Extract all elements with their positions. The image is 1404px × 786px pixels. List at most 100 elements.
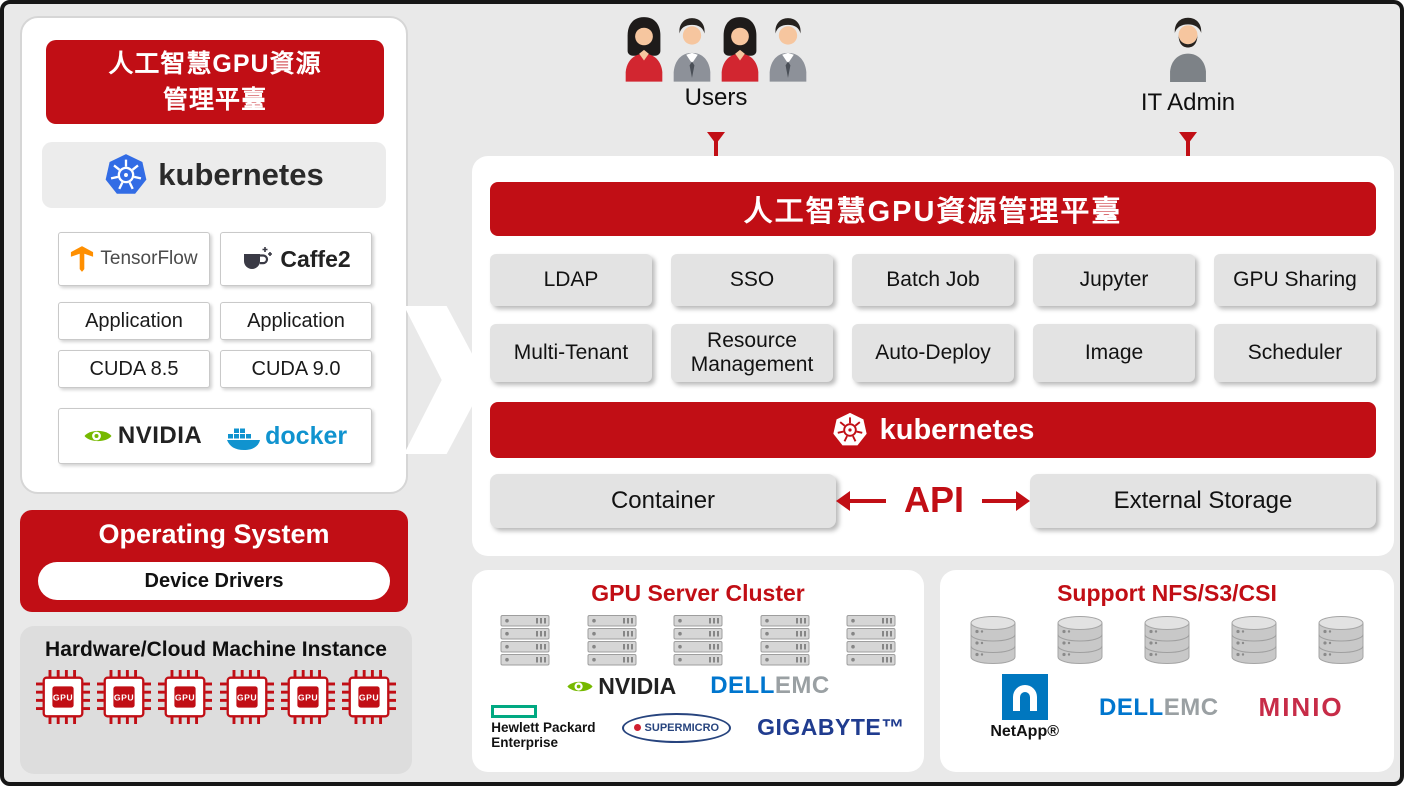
- feature-ldap: LDAP: [490, 254, 652, 306]
- svg-text:GPU: GPU: [175, 692, 195, 702]
- server-icon-row: [472, 607, 924, 668]
- nvidia-wordmark: NVIDIA: [117, 422, 203, 449]
- svg-text:GPU: GPU: [236, 692, 256, 702]
- gpu-chip-icon: GPU: [220, 670, 274, 724]
- svg-text:GPU: GPU: [298, 692, 318, 702]
- nvidia-logo: NVIDIA: [83, 422, 202, 450]
- server-icon: [498, 614, 552, 668]
- feature-multi-tenant: Multi-Tenant: [490, 324, 652, 382]
- api-arrow-left-icon: [836, 491, 850, 511]
- gpu-chip-icon: GPU: [36, 670, 90, 724]
- it-admin-icon: [1160, 14, 1216, 82]
- users-icons: [600, 14, 832, 82]
- external-storage-box: External Storage: [1030, 474, 1376, 528]
- left-title-banner: 人工智慧GPU資源 管理平臺: [46, 40, 384, 124]
- cluster-logo-row-1: NVIDIA DELLEMC: [472, 672, 924, 700]
- server-icon: [758, 614, 812, 668]
- hardware-title: Hardware/Cloud Machine Instance: [45, 638, 387, 661]
- feature-scheduler: Scheduler: [1214, 324, 1376, 382]
- dellemc-logo: DELLEMC: [1099, 693, 1219, 721]
- it-admin-label: IT Admin: [1140, 89, 1236, 116]
- platform-title-banner: 人工智慧GPU資源管理平臺: [490, 182, 1376, 236]
- server-icon: [671, 614, 725, 668]
- feature-jupyter: Jupyter: [1033, 254, 1195, 306]
- os-title: Operating System: [98, 519, 330, 549]
- feature-auto-deploy: Auto-Deploy: [852, 324, 1014, 382]
- vendor-bar: NVIDIA docker: [58, 408, 372, 464]
- docker-logo: docker: [226, 422, 347, 451]
- gpu-chip-icon: GPU: [97, 670, 151, 724]
- gpu-chip-icon: GPU: [342, 670, 396, 724]
- netapp-mark-icon: [1001, 674, 1048, 720]
- caffe2-label: Caffe2: [280, 245, 351, 272]
- kubernetes-bar: kubernetes: [42, 142, 386, 208]
- storage-logo-row: NetApp® DELLEMC MINIO: [940, 674, 1394, 741]
- storage-cylinder-icon: [1140, 614, 1194, 666]
- device-drivers-bar: Device Drivers: [38, 562, 390, 600]
- storage-support-panel: Support NFS/S3/CSI NetApp® DELLEMC MINIO: [940, 570, 1394, 772]
- tensorflow-label: TensorFlow: [100, 248, 198, 269]
- left-title-line1: 人工智慧GPU資源: [108, 49, 322, 78]
- supermicro-dot-icon: [633, 724, 641, 732]
- api-line-right: [982, 499, 1016, 503]
- docker-wordmark: docker: [265, 421, 348, 450]
- feature-sso: SSO: [671, 254, 833, 306]
- tensorflow-box: TensorFlow: [58, 232, 210, 286]
- hpe-bar-icon: [491, 705, 538, 718]
- svg-text:GPU: GPU: [359, 692, 379, 702]
- kubernetes-icon: [832, 412, 868, 448]
- svg-text:GPU: GPU: [53, 692, 73, 702]
- connector-arrow: [707, 132, 725, 144]
- caffe2-box: Caffe2: [220, 232, 372, 286]
- software-stack-panel: 人工智慧GPU資源 管理平臺 kubernetes TensorFlow Caf…: [20, 16, 408, 494]
- storage-cylinder-icon: [1314, 614, 1368, 666]
- users-group: Users: [600, 14, 832, 112]
- kubernetes-icon: [104, 153, 148, 197]
- cuda-85-cell: CUDA 8.5: [58, 350, 210, 388]
- users-label: Users: [684, 84, 748, 111]
- user-woman-icon: [713, 14, 767, 82]
- netapp-arch-icon: [1012, 685, 1037, 711]
- server-icon: [585, 614, 639, 668]
- feature-row-1: LDAP SSO Batch Job Jupyter GPU Sharing: [490, 254, 1376, 306]
- feature-batch-job: Batch Job: [852, 254, 1014, 306]
- storage-cylinder-icon: [1227, 614, 1281, 666]
- gpu-server-cluster-panel: GPU Server Cluster NVIDIA DELLEMC Hewlet…: [472, 570, 924, 772]
- netapp-wordmark: NetApp®: [990, 723, 1060, 740]
- gpu-chip-row: GPU GPU GPU GPU GPU GPU: [20, 662, 412, 724]
- netapp-logo: NetApp®: [990, 674, 1059, 741]
- user-man-icon: [665, 14, 719, 82]
- api-arrow-right-icon: [1016, 491, 1030, 511]
- operating-system-panel: Operating System Device Drivers: [20, 510, 408, 612]
- storage-icon-row: [940, 607, 1394, 666]
- connector-arrow: [1179, 132, 1197, 144]
- gpu-chip-icon: GPU: [158, 670, 212, 724]
- server-icon: [844, 614, 898, 668]
- nvidia-logo: NVIDIA: [566, 673, 676, 700]
- supermicro-logo: SUPERMICRO: [621, 712, 732, 743]
- kubernetes-label: kubernetes: [879, 413, 1035, 446]
- hardware-panel: Hardware/Cloud Machine Instance GPU GPU …: [20, 626, 412, 774]
- api-label: API: [903, 479, 964, 520]
- it-admin-group: IT Admin: [1132, 14, 1244, 117]
- nvidia-eye-icon: [566, 677, 594, 696]
- feature-gpu-sharing: GPU Sharing: [1214, 254, 1376, 306]
- feature-image: Image: [1033, 324, 1195, 382]
- storage-cylinder-icon: [966, 614, 1020, 666]
- feature-resource-management: Resource Management: [671, 324, 833, 382]
- kubernetes-red-bar: kubernetes: [490, 402, 1376, 458]
- docker-whale-icon: [226, 423, 262, 451]
- feature-row-2: Multi-Tenant Resource Management Auto-De…: [490, 324, 1376, 382]
- nvidia-eye-icon: [83, 426, 113, 446]
- svg-text:GPU: GPU: [114, 692, 134, 702]
- storage-cylinder-icon: [1053, 614, 1107, 666]
- tensorflow-icon: [70, 246, 94, 272]
- minio-logo: MINIO: [1258, 692, 1344, 722]
- cuda-90-cell: CUDA 9.0: [220, 350, 372, 388]
- nvidia-wordmark: NVIDIA: [598, 672, 677, 699]
- gpu-chip-icon: GPU: [281, 670, 335, 724]
- user-woman-icon: [617, 14, 671, 82]
